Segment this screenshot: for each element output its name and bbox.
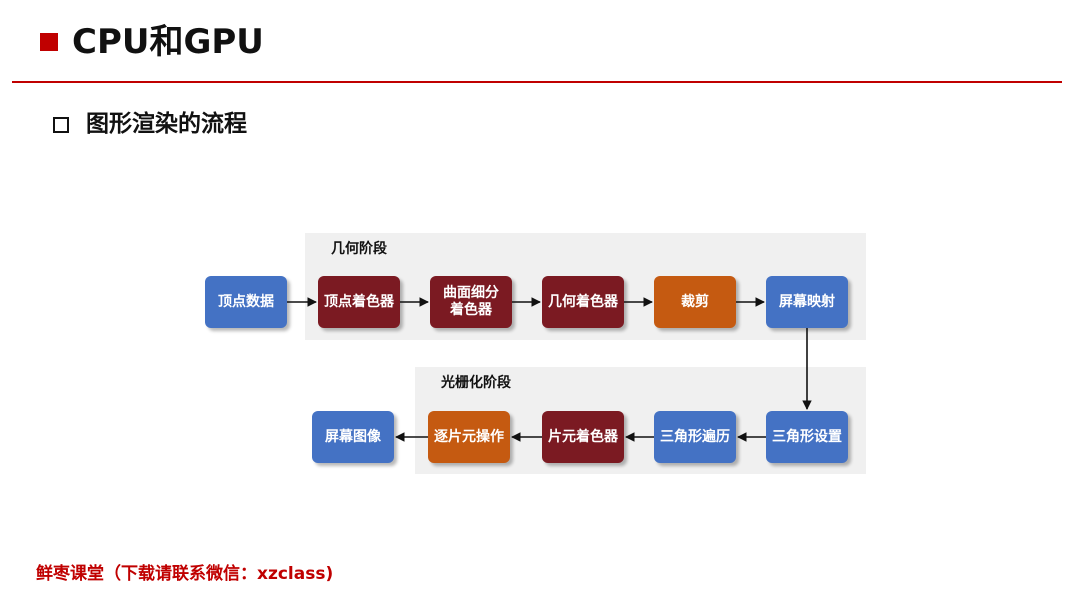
node-triangle-traversal: 三角形遍历	[654, 411, 736, 463]
node-geometry-shader: 几何着色器	[542, 276, 624, 328]
title-divider	[12, 81, 1062, 83]
slide-title: CPU和GPU	[72, 22, 264, 62]
node-per-fragment-ops: 逐片元操作	[428, 411, 510, 463]
subtitle-bullet-square	[53, 117, 69, 133]
node-triangle-setup-label: 三角形设置	[772, 428, 842, 445]
node-clipping-label: 裁剪	[681, 293, 709, 310]
node-per-fragment-ops-label: 逐片元操作	[434, 428, 504, 445]
node-geometry-shader-label: 几何着色器	[548, 293, 618, 310]
geometry-stage-label: 几何阶段	[331, 241, 387, 257]
node-tessellation-shader-label-2: 着色器	[450, 302, 492, 318]
node-clipping: 裁剪	[654, 276, 736, 328]
footer-credit: 鲜枣课堂（下载请联系微信：xzclass)	[36, 564, 334, 584]
node-tessellation-shader-label-1: 曲面细分	[443, 285, 499, 301]
node-vertex-data-label: 顶点数据	[218, 293, 274, 310]
raster-stage-label: 光栅化阶段	[441, 375, 511, 391]
node-screen-image-label: 屏幕图像	[325, 428, 381, 445]
node-vertex-data: 顶点数据	[205, 276, 287, 328]
node-screen-image: 屏幕图像	[312, 411, 394, 463]
node-triangle-traversal-label: 三角形遍历	[660, 428, 730, 445]
node-screen-mapping-label: 屏幕映射	[779, 293, 835, 310]
node-triangle-setup: 三角形设置	[766, 411, 848, 463]
node-vertex-shader: 顶点着色器	[318, 276, 400, 328]
node-fragment-shader-label: 片元着色器	[548, 428, 618, 445]
node-fragment-shader: 片元着色器	[542, 411, 624, 463]
title-bullet-square	[40, 33, 58, 51]
node-tessellation-shader: 曲面细分 着色器	[430, 276, 512, 328]
node-screen-mapping: 屏幕映射	[766, 276, 848, 328]
node-vertex-shader-label: 顶点着色器	[324, 293, 394, 310]
slide-subtitle: 图形渲染的流程	[86, 111, 247, 137]
